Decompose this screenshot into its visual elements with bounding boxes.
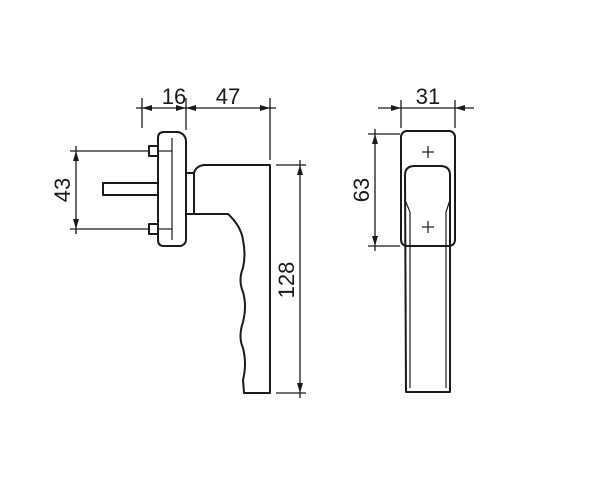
arrow-63-bottom bbox=[372, 236, 378, 246]
side-view bbox=[102, 131, 271, 394]
dim-label-63: 63 bbox=[349, 178, 374, 202]
arrow-16-left bbox=[142, 105, 152, 111]
arrow-31-left bbox=[391, 105, 401, 111]
arrow-128-top bbox=[297, 165, 303, 175]
arrow-63-top bbox=[372, 134, 378, 144]
arrow-47-right bbox=[260, 105, 270, 111]
handle-lever bbox=[193, 164, 271, 394]
arrow-43-bottom bbox=[73, 219, 79, 229]
front-view bbox=[400, 130, 456, 393]
arrow-43-top bbox=[73, 151, 79, 161]
arrow-16-right bbox=[176, 105, 186, 111]
front-rose bbox=[400, 130, 456, 247]
screw-top bbox=[148, 145, 159, 157]
rose-plate bbox=[157, 131, 187, 247]
front-lever bbox=[404, 165, 451, 393]
screw-mark-bottom bbox=[422, 221, 434, 233]
front-lever-neck bbox=[404, 199, 451, 213]
handle-neck bbox=[185, 172, 195, 215]
dim-31: 31 bbox=[378, 84, 474, 128]
dim-label-47: 47 bbox=[216, 84, 240, 109]
dim-label-16: 16 bbox=[162, 84, 186, 109]
dim-128: 128 bbox=[274, 160, 306, 398]
spindle bbox=[102, 182, 159, 196]
dim-label-128: 128 bbox=[274, 262, 299, 299]
dim-label-31: 31 bbox=[416, 84, 440, 109]
dim-43: 43 bbox=[50, 146, 148, 234]
arrow-128-bottom bbox=[297, 383, 303, 393]
dim-63: 63 bbox=[349, 129, 400, 251]
dim-top-left: 16 47 bbox=[136, 84, 276, 160]
screw-mark-top bbox=[422, 146, 434, 158]
arrow-31-right bbox=[455, 105, 465, 111]
screw-bottom bbox=[148, 223, 159, 235]
arrow-47-left bbox=[186, 105, 196, 111]
dim-label-43: 43 bbox=[50, 178, 75, 202]
